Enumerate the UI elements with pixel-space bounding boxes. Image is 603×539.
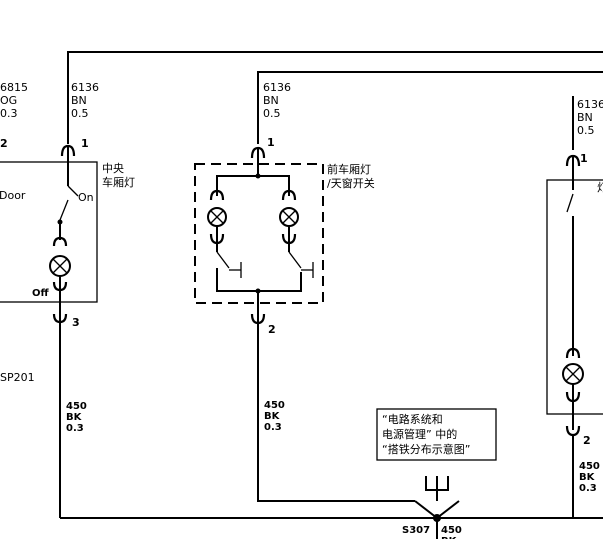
note-pointer-bracket bbox=[425, 476, 449, 491]
ground-note-line-2: 电源管理” 中的 bbox=[382, 427, 457, 441]
front-wire-color: BN bbox=[263, 94, 279, 107]
center-pin-bottom: 3 bbox=[72, 316, 80, 329]
center-wire-color: BN bbox=[71, 94, 87, 107]
ground-note-box bbox=[376, 408, 497, 461]
front-left-switch-blade bbox=[216, 251, 230, 269]
front-pin-top: 1 bbox=[267, 136, 275, 149]
front-wire-size: 0.5 bbox=[263, 107, 281, 120]
splice-s307-label: S307 bbox=[402, 525, 430, 536]
front-lamp-feed-wire bbox=[257, 71, 603, 144]
front-lamp-bottom-bus bbox=[216, 268, 302, 292]
center-lamp-socket-top bbox=[52, 236, 68, 247]
ground-note-line-3: “搭铁分布示意图” bbox=[382, 442, 470, 456]
center-wire-circuit: 6136 bbox=[71, 81, 99, 94]
center-wire-size: 0.5 bbox=[71, 107, 89, 120]
front-ground-color: BK bbox=[264, 411, 281, 422]
s307-ground-color: BK bbox=[441, 536, 458, 539]
left-wire-size: 0.3 bbox=[0, 107, 18, 120]
splice-sp201: SP201 bbox=[0, 371, 35, 384]
left-wire-circuit: 6815 bbox=[0, 81, 28, 94]
center-lamp-housing bbox=[0, 161, 98, 303]
left-wire-color: OG bbox=[0, 94, 17, 107]
ground-note-line-1: “电路系统和 bbox=[382, 413, 443, 426]
center-switch-off-label: Off bbox=[32, 288, 50, 299]
center-switch-on-contact bbox=[67, 185, 79, 197]
center-ground-color: BK bbox=[66, 412, 83, 423]
center-ground-circuit: 450 bbox=[66, 401, 87, 412]
right-wire-size: 0.5 bbox=[577, 124, 595, 137]
right-wire-color: BN bbox=[577, 111, 593, 124]
s307-ground-circuit: 450 bbox=[441, 525, 462, 536]
center-ground-size: 0.3 bbox=[66, 423, 84, 434]
front-right-switch-blade bbox=[288, 251, 302, 269]
front-wire-circuit: 6136 bbox=[263, 81, 291, 94]
right-ground-color: BK bbox=[579, 472, 596, 483]
right-pin-top: 1 bbox=[580, 152, 588, 165]
front-ground-wire bbox=[257, 323, 415, 502]
top-bus-wire bbox=[67, 51, 603, 144]
front-lamp-label-2: /天窗开关 bbox=[327, 176, 375, 190]
center-door-label: Door bbox=[0, 189, 26, 202]
right-ground-circuit: 450 bbox=[579, 461, 600, 472]
center-switch-blade bbox=[59, 199, 69, 221]
front-ground-size: 0.3 bbox=[264, 422, 282, 433]
front-lamp-top-bus bbox=[216, 175, 290, 196]
right-switch-blade bbox=[566, 193, 574, 213]
right-lamp-housing bbox=[546, 179, 603, 415]
front-ground-circuit: 450 bbox=[264, 400, 285, 411]
right-wire-circuit: 6136 bbox=[577, 98, 603, 111]
front-lamp-housing bbox=[194, 163, 324, 304]
right-lamp-label: 灯 bbox=[597, 181, 603, 194]
center-pin-top: 1 bbox=[81, 137, 89, 150]
center-lamp-label-1: 中央 bbox=[102, 162, 124, 175]
front-pin-bottom: 2 bbox=[268, 323, 276, 336]
left-partial-pin: 2 bbox=[0, 137, 8, 150]
right-pin-bottom: 2 bbox=[583, 434, 591, 447]
center-switch-on-label: On bbox=[78, 191, 94, 204]
center-lamp-label-2: 车厢灯 bbox=[102, 175, 135, 189]
right-ground-size: 0.3 bbox=[579, 483, 597, 494]
front-lamp-label-1: 前车厢灯 bbox=[327, 162, 371, 176]
